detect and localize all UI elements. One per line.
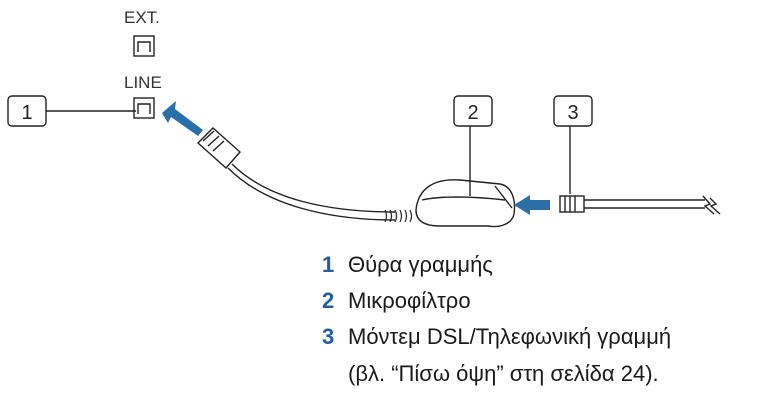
legend-number: 3: [322, 324, 335, 349]
callout-3-number: 3: [567, 102, 578, 124]
phone-cable: [227, 163, 396, 221]
line-plug-icon: [559, 195, 585, 213]
wall-line-cable: [584, 195, 721, 215]
callout-1: 1: [7, 95, 136, 127]
diagram-drawing: 1 2: [7, 35, 721, 228]
cable-coil: [384, 209, 413, 223]
ext-port-label: EXT.: [124, 8, 160, 27]
legend-text: Θύρα γραμμής: [348, 252, 493, 277]
legend-item: 3 Μόντεμ DSL/Τηλεφωνική γραμμή: [322, 324, 772, 360]
arrow-to-microfilter-icon: [514, 195, 550, 215]
legend-item: 1 Θύρα γραμμής: [322, 252, 772, 288]
callout-1-number: 1: [21, 102, 32, 124]
legend-note: (βλ. “Πίσω όψη” στη σελίδα 24).: [348, 361, 659, 386]
legend-number: 1: [322, 252, 335, 277]
callout-3: 3: [553, 95, 593, 194]
line-port-icon: [133, 97, 155, 119]
callout-2: 2: [453, 95, 493, 196]
legend-number: 2: [322, 288, 335, 313]
callout-2-number: 2: [467, 102, 478, 124]
microfilter-icon: [415, 179, 516, 228]
rj11-plug-icon: [196, 127, 241, 169]
line-port-label: LINE: [124, 73, 162, 92]
legend: 1 Θύρα γραμμής 2 Μικροφίλτρο 3 Μόντεμ DS…: [322, 252, 772, 392]
legend-item: 2 Μικροφίλτρο: [322, 288, 772, 324]
legend-text: Μικροφίλτρο: [348, 288, 471, 313]
ext-port-icon: [133, 35, 155, 57]
arrow-to-line-port-icon: [162, 101, 203, 136]
legend-text: Μόντεμ DSL/Τηλεφωνική γραμμή: [348, 324, 672, 349]
connection-diagram: EXT. LINE 1: [7, 8, 721, 228]
